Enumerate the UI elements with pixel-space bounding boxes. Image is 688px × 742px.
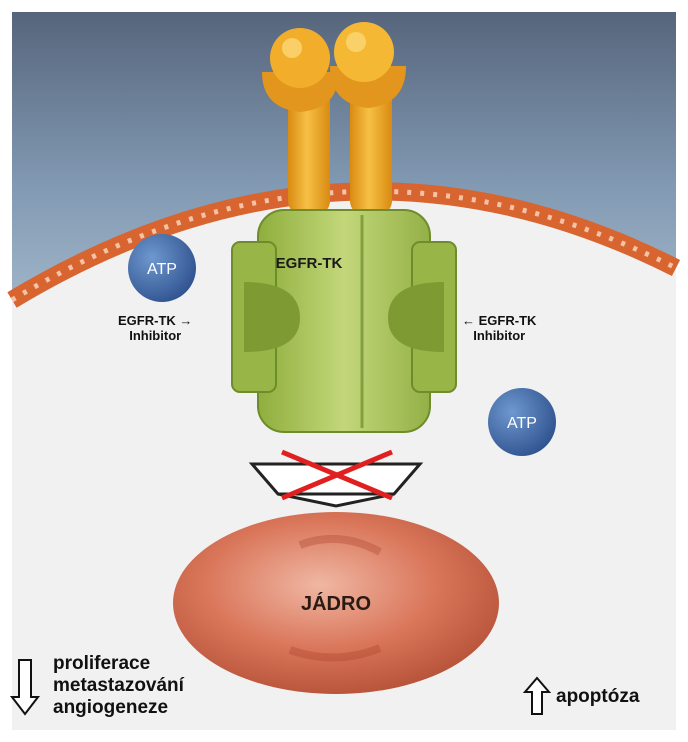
- inhibitor-left-line1: EGFR-TK: [118, 313, 176, 328]
- outcome-proliferation: proliferace: [53, 653, 184, 675]
- inhibitor-label-right: ← EGFR-TK Inhibitor: [462, 313, 536, 343]
- egfr-tk-receptor: [232, 210, 456, 432]
- inhibitor-left-line2: Inhibitor: [118, 328, 192, 343]
- atp-label-right: ATP: [507, 415, 537, 432]
- outcome-apoptosis: apoptóza: [556, 686, 639, 708]
- egfr-tk-label: EGFR-TK: [276, 255, 343, 272]
- arrow-right-icon: →: [179, 313, 192, 328]
- arrow-left-icon: ←: [462, 313, 475, 328]
- inhibitor-label-left: EGFR-TK → Inhibitor: [118, 313, 192, 343]
- decreased-outcomes-list: proliferace metastazování angiogeneze: [53, 653, 184, 719]
- outcome-metastasis: metastazování: [53, 675, 184, 697]
- outcome-angiogenesis: angiogeneze: [53, 697, 184, 719]
- inhibitor-right-line2: Inhibitor: [462, 328, 536, 343]
- atp-label-left: ATP: [147, 261, 177, 278]
- nucleus-label: JÁDRO: [301, 592, 371, 615]
- inhibitor-right-line1: EGFR-TK: [479, 313, 537, 328]
